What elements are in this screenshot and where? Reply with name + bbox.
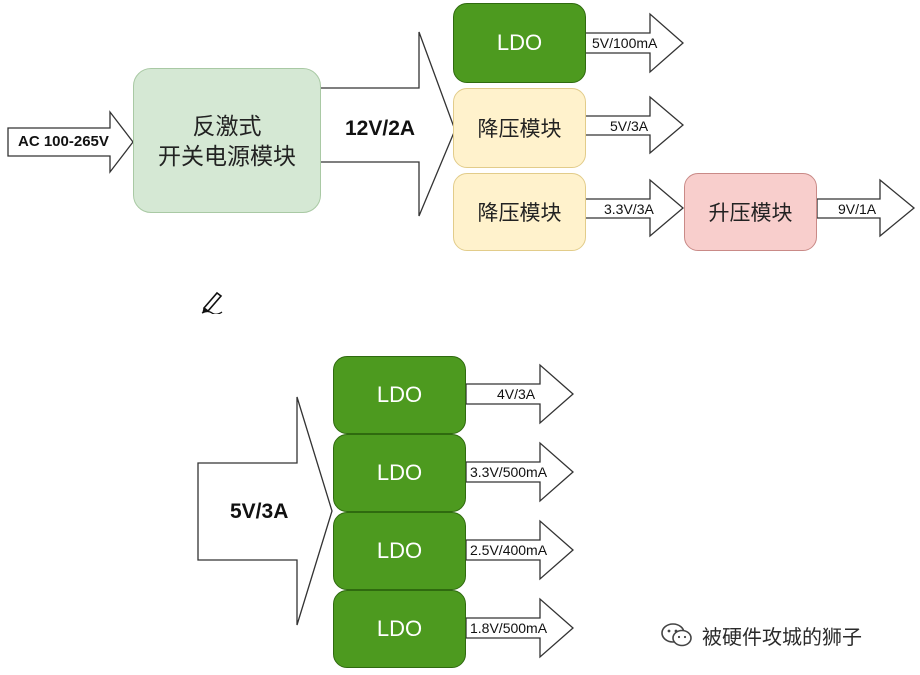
- ldo3-output-label: 2.5V/400mA: [470, 542, 548, 558]
- ldo-box-1: LDO: [333, 356, 466, 434]
- ldo1-output-label: 4V/3A: [497, 386, 536, 402]
- buck2-output-label: 3.3V/3A: [604, 201, 654, 217]
- watermark-text: 被硬件攻城的狮子: [702, 626, 862, 649]
- flyback-module: 反激式 开关电源模块: [133, 68, 321, 213]
- ldo-box-top: LDO: [453, 3, 586, 83]
- ldo4-output-label: 1.8V/500mA: [470, 620, 548, 636]
- bus-12v-arrow: [319, 31, 456, 217]
- ldo2-output-label: 3.3V/500mA: [470, 464, 548, 480]
- ldo-box-2: LDO: [333, 434, 466, 512]
- bus-5v3a-label: 5V/3A: [230, 500, 289, 523]
- boost-9v1a-arrow: [816, 178, 916, 238]
- wechat-icon: [661, 623, 692, 647]
- buck-module-2: 降压模块: [453, 173, 586, 251]
- ac-input-label: AC 100-265V: [18, 133, 109, 150]
- ldo-box-4: LDO: [333, 590, 466, 668]
- ldo4-out-arrow: [465, 597, 574, 659]
- buck2-3v3-arrow: [584, 178, 685, 238]
- bus-12v-label: 12V/2A: [345, 117, 416, 140]
- watermark: 被硬件攻城的狮子: [660, 620, 862, 650]
- bus-5v3a-arrow: [197, 396, 333, 626]
- ldo-box-3: LDO: [333, 512, 466, 590]
- ldo-5v100ma-arrow: [584, 12, 684, 74]
- boost-module: 升压模块: [684, 173, 817, 251]
- boost-output-label: 9V/1A: [838, 201, 877, 217]
- ldo3-out-arrow: [465, 519, 574, 581]
- ldo-top-output-label: 5V/100mA: [592, 35, 658, 51]
- buck1-5v3a-arrow: [584, 95, 685, 155]
- ldo1-out-arrow: [465, 363, 574, 425]
- pencil-icon: [201, 291, 223, 314]
- buck1-output-label: 5V/3A: [610, 118, 649, 134]
- buck-module-1: 降压模块: [453, 88, 586, 168]
- ldo2-out-arrow: [465, 441, 574, 503]
- ac-input-arrow: [7, 110, 134, 174]
